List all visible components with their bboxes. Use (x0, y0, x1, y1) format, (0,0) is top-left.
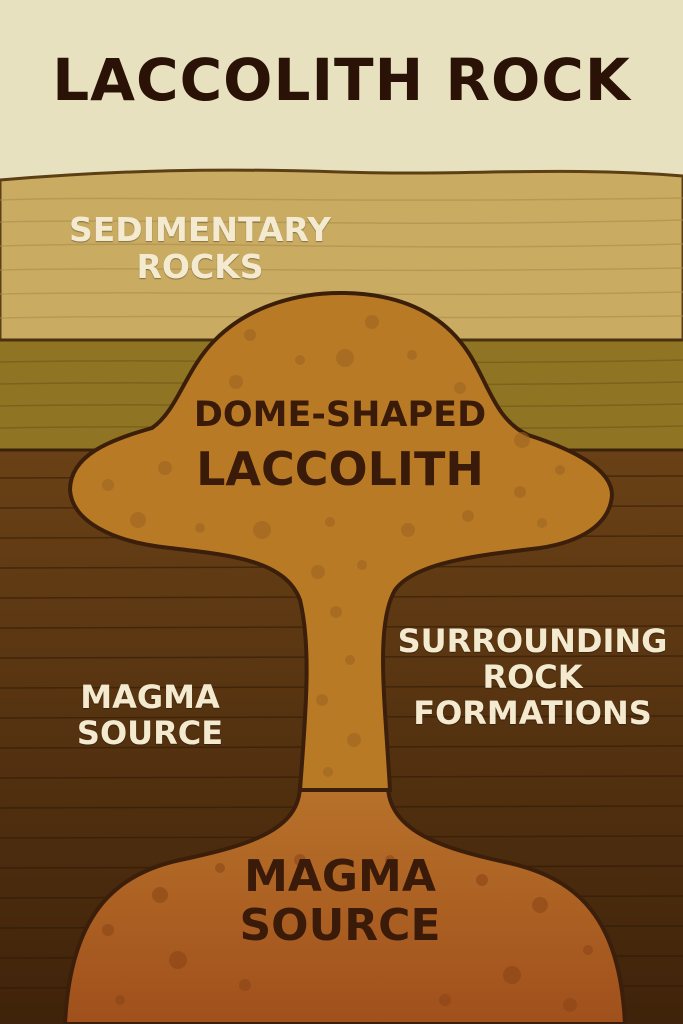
sky-band (0, 0, 683, 180)
label-surrounding-rock-formations: SURROUNDING ROCK FORMATIONS (397, 622, 668, 732)
magma-chamber (62, 783, 628, 1024)
label-laccolith: LACCOLITH (196, 442, 484, 496)
sedimentary-layer-light (0, 168, 683, 342)
rock-texture-spots (102, 315, 565, 777)
magma-texture-spots (102, 854, 593, 1012)
label-magma-source-left: MAGMA SOURCE (76, 678, 224, 752)
label-magma-source-bottom: MAGMA SOURCE (239, 851, 441, 952)
label-dome-shaped: DOME-SHAPED (193, 395, 487, 435)
diagram-title: LACCOLITH ROCK (52, 46, 631, 114)
laccolith-body (67, 290, 615, 792)
label-sedimentary-rocks: SEDIMENTARY ROCKS (69, 210, 331, 286)
